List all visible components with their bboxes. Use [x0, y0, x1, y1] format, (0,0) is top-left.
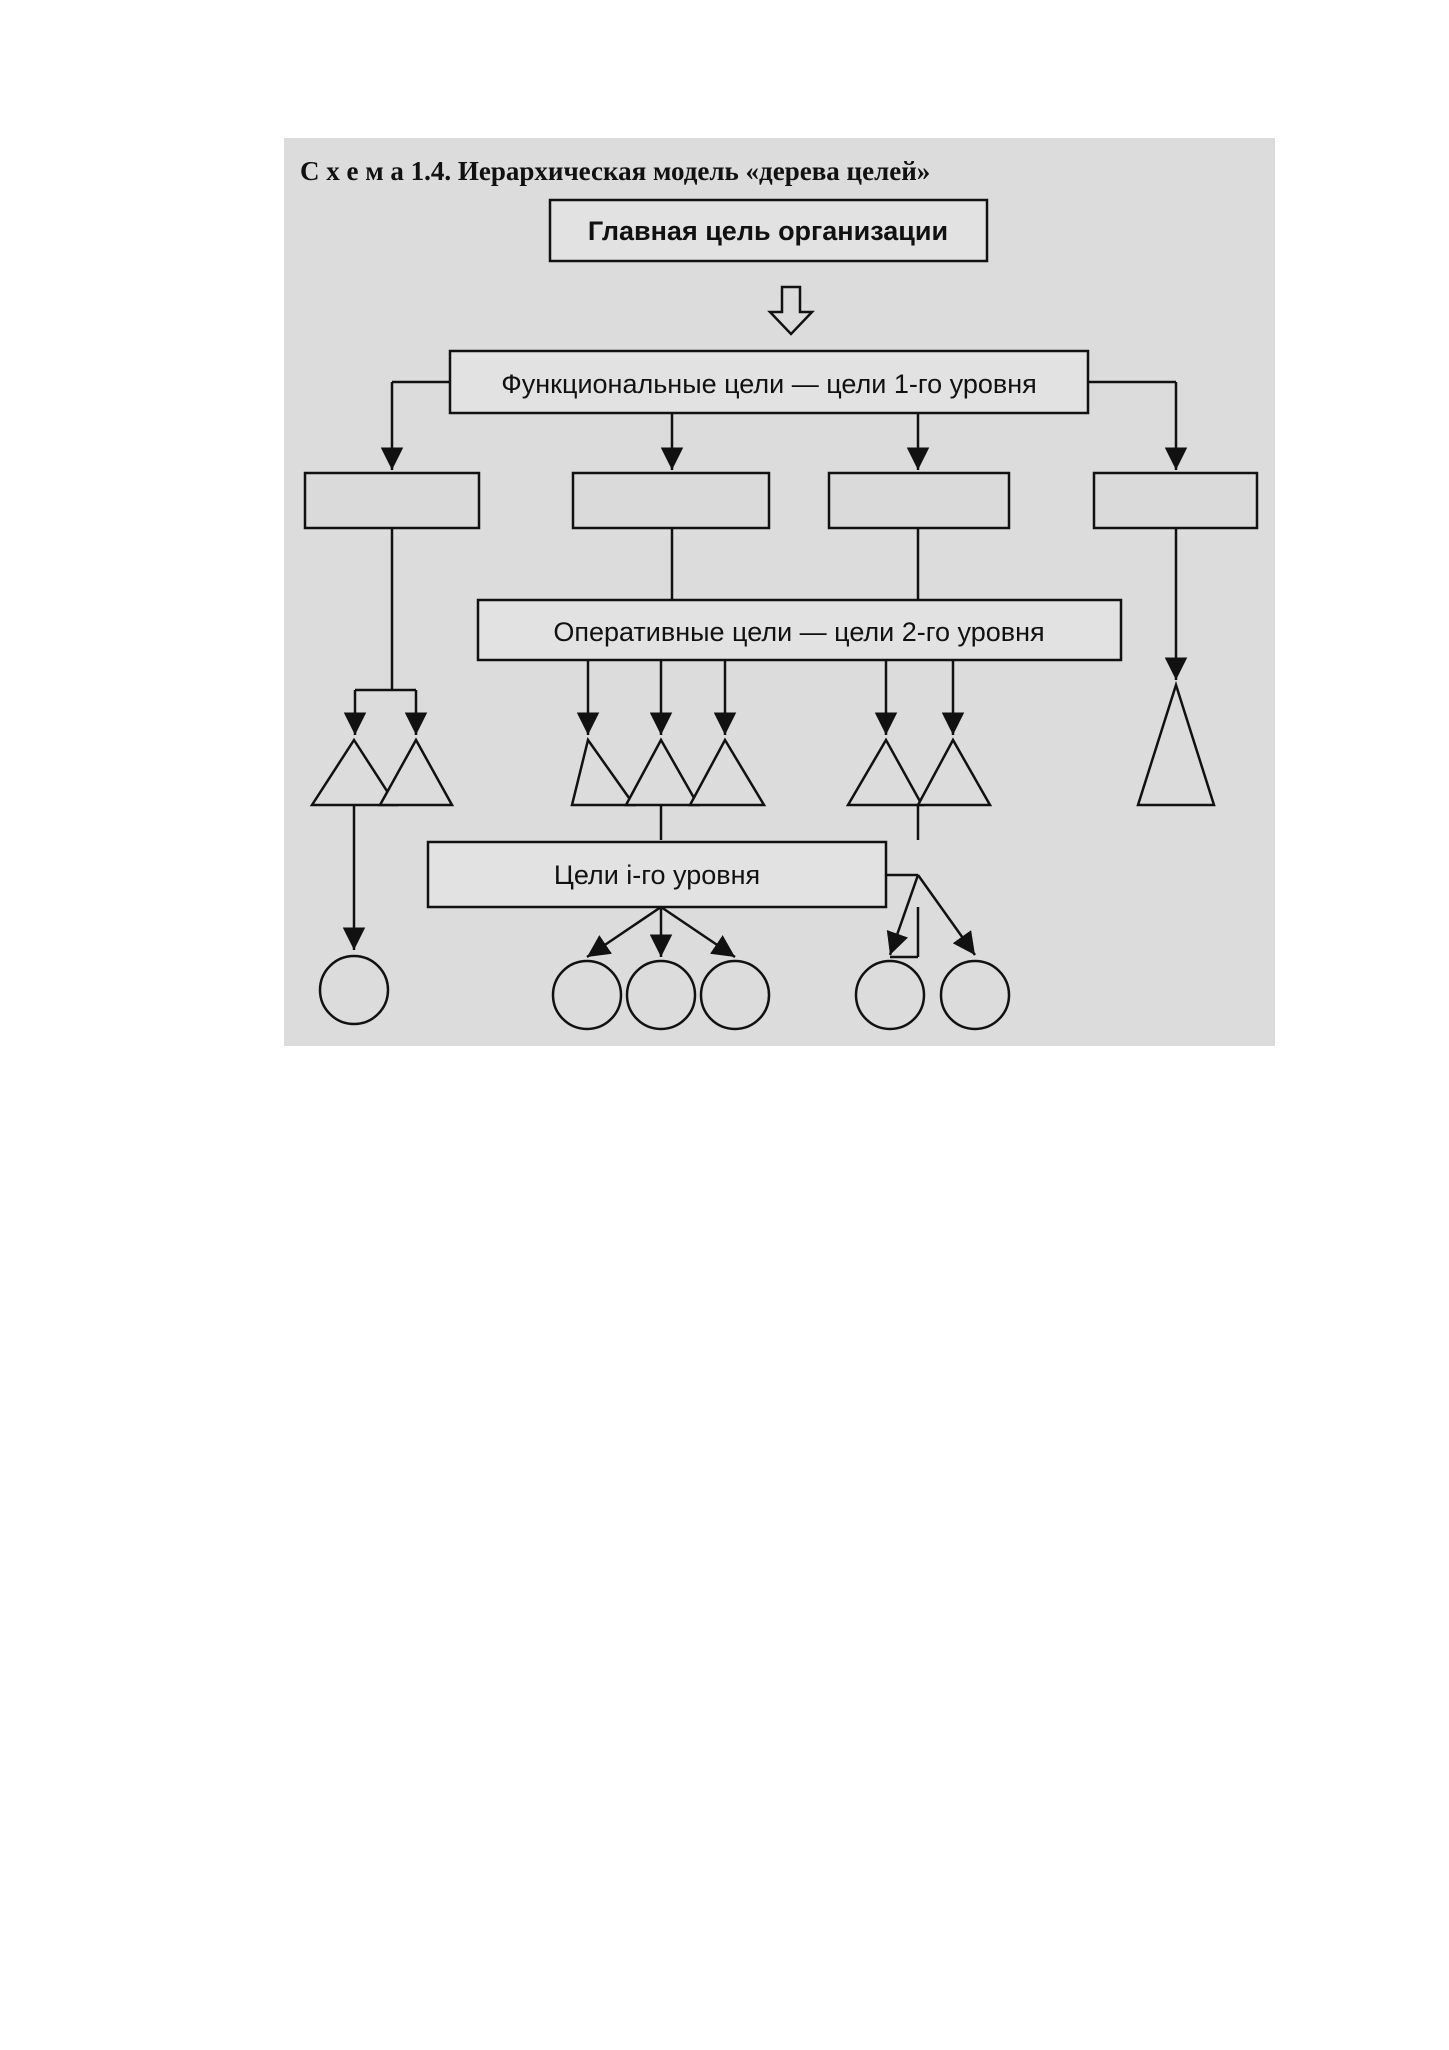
main-goal-label: Главная цель организации	[588, 216, 948, 246]
circle-goal	[939, 959, 1011, 1031]
level1-subgoal-box-3	[827, 471, 1011, 530]
level1-subgoal-box-2	[571, 471, 771, 530]
circle-goal	[318, 954, 390, 1026]
level-i-circles	[318, 954, 1011, 1031]
main-goal-box	[548, 198, 989, 263]
level1-subgoal-box-4	[1092, 471, 1259, 530]
level1-goal-label: Функциональные цели — цели 1-го уровня	[501, 369, 1037, 399]
triangle-goal	[845, 737, 925, 807]
level-i-goal-box	[426, 840, 888, 909]
level2-connectors	[343, 652, 965, 735]
hollow-down-arrow-icon	[767, 285, 815, 336]
level-i-connectors	[342, 805, 920, 959]
triangle-goal	[309, 737, 399, 807]
triangle-goal	[377, 737, 455, 807]
circle-goal	[699, 959, 771, 1031]
level-i-right-connectors	[886, 873, 977, 956]
level-i-goal-label: Цели i-го уровня	[554, 860, 760, 890]
triangle-goal	[570, 737, 637, 807]
triangle-goal	[623, 737, 701, 807]
level2-triangles	[309, 680, 1216, 807]
level2-goal-label: Оперативные цели — цели 2-го уровня	[553, 617, 1044, 647]
level1-subgoal-box-1	[303, 471, 481, 530]
circle-goal	[625, 959, 697, 1031]
level1-to-level2-connectors	[390, 528, 1188, 680]
triangle-goal	[915, 737, 993, 807]
diagram-title: С х е м а 1.4. Иерархическая модель «дер…	[300, 156, 930, 186]
circle-goal	[854, 959, 926, 1031]
triangle-goal	[1136, 680, 1216, 807]
circle-goal	[551, 959, 623, 1031]
level2-goal-box	[476, 598, 1123, 662]
triangle-goal	[687, 737, 767, 807]
level1-connectors	[380, 380, 1188, 470]
level1-goal-box	[448, 349, 1090, 415]
